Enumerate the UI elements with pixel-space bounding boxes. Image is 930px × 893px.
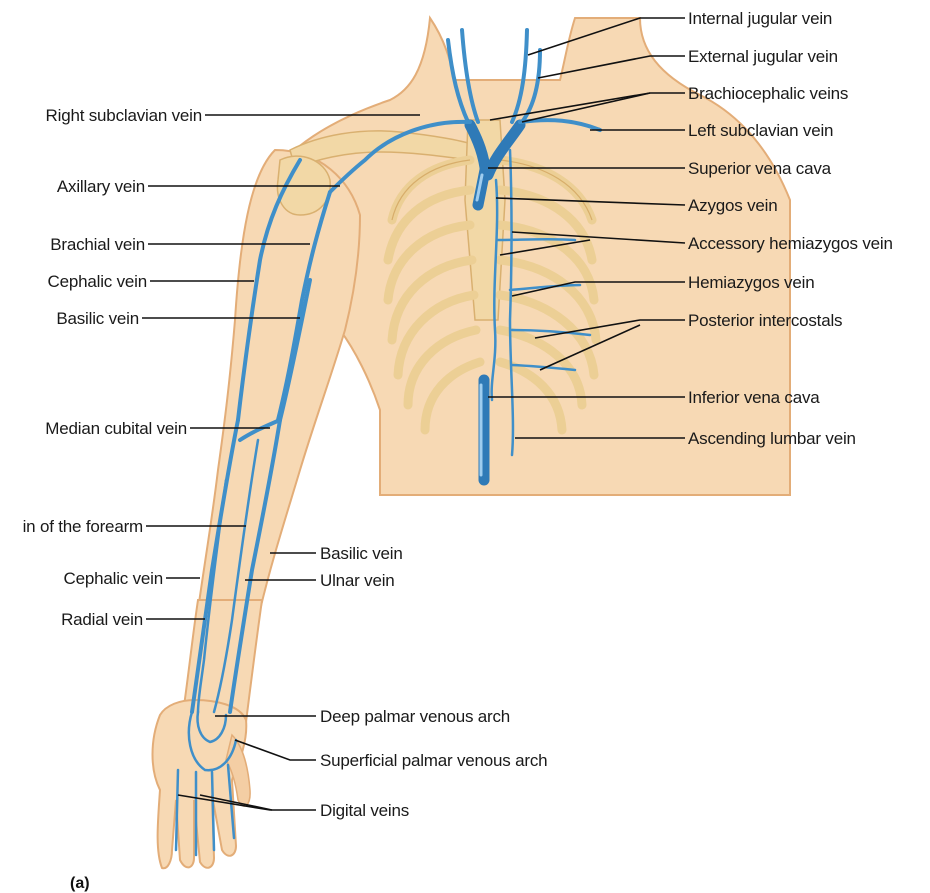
label-median-cubital-vein: Median cubital vein xyxy=(45,419,187,438)
label-brachiocephalic-veins: Brachiocephalic veins xyxy=(688,84,848,103)
label-right-subclavian-vein: Right subclavian vein xyxy=(46,106,202,125)
figure-label: (a) xyxy=(70,875,90,892)
label-external-jugular-vein: External jugular vein xyxy=(688,47,838,66)
label-basilic-vein-lower: Basilic vein xyxy=(320,544,403,563)
label-deep-palmar-venous-arch: Deep palmar venous arch xyxy=(320,707,510,726)
label-hemiazygos-vein: Hemiazygos vein xyxy=(688,273,814,292)
label-left-subclavian-vein: Left subclavian vein xyxy=(688,121,833,140)
label-ulnar-vein: Ulnar vein xyxy=(320,571,395,590)
label-inferior-vena-cava: Inferior vena cava xyxy=(688,388,820,407)
label-internal-jugular-vein: Internal jugular vein xyxy=(688,9,832,28)
hand xyxy=(153,700,247,868)
labels-mid: Basilic vein Ulnar vein Deep palmar veno… xyxy=(320,544,547,820)
label-brachial-vein: Brachial vein xyxy=(50,235,145,254)
label-digital-veins: Digital veins xyxy=(320,801,409,820)
label-superficial-palmar-venous-arch: Superficial palmar venous arch xyxy=(320,751,547,770)
label-posterior-intercostals: Posterior intercostals xyxy=(688,311,842,330)
label-median-vein-forearm: in of the forearm xyxy=(23,517,143,536)
label-radial-vein: Radial vein xyxy=(61,610,143,629)
label-superior-vena-cava: Superior vena cava xyxy=(688,159,832,178)
labels-left: Right subclavian vein Axillary vein Brac… xyxy=(23,106,202,629)
label-ascending-lumbar-vein: Ascending lumbar vein xyxy=(688,429,856,448)
label-azygos-vein: Azygos vein xyxy=(688,196,777,215)
label-cephalic-vein-lower: Cephalic vein xyxy=(64,569,163,588)
label-accessory-hemiazygos-vein: Accessory hemiazygos vein xyxy=(688,234,893,253)
label-axillary-vein: Axillary vein xyxy=(57,177,145,196)
upper-arm xyxy=(198,150,360,610)
label-basilic-vein-upper: Basilic vein xyxy=(56,309,139,328)
label-cephalic-vein-upper: Cephalic vein xyxy=(48,272,147,291)
